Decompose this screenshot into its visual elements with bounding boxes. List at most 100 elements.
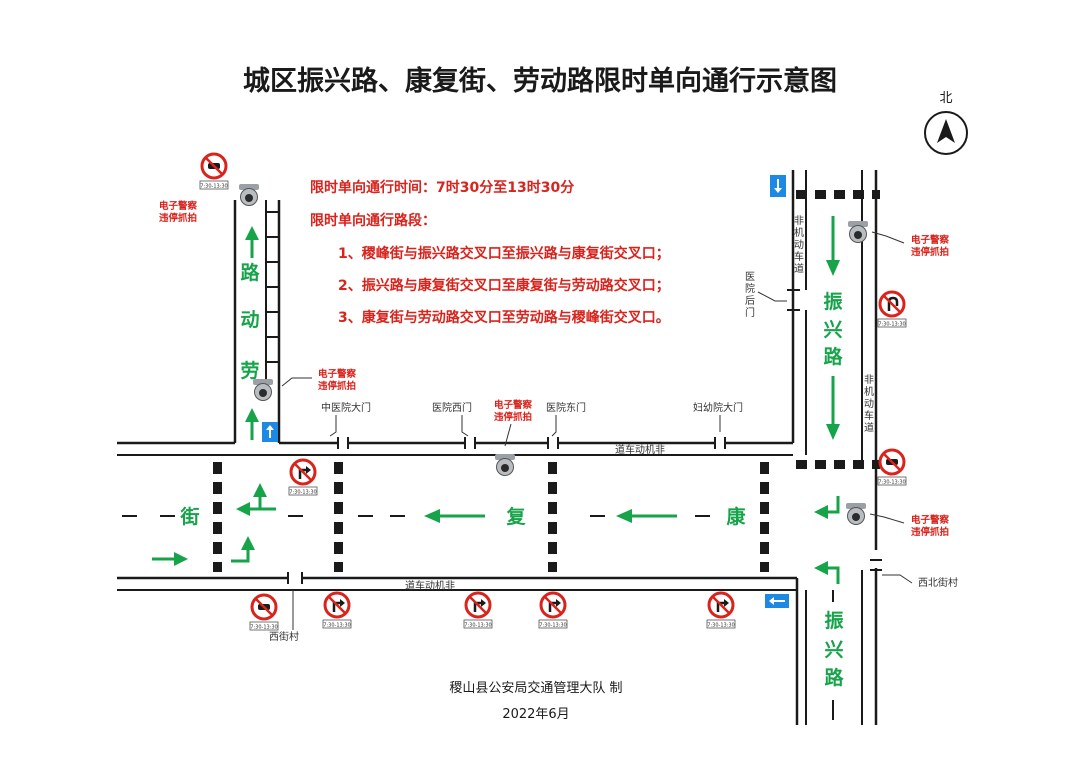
place-labels: 中医院大门 医院西门 医院东门 妇幼院大门 医 院 后 门 西北街村 西街村 xyxy=(269,271,958,643)
road-name-zhenxing-n-1: 振 xyxy=(823,290,842,313)
label-hospital-east-gate: 医院东门 xyxy=(546,401,586,414)
label-hospital-west-gate: 医院西门 xyxy=(432,401,472,414)
sign-no-parking: 7:30-13:30 xyxy=(249,593,279,631)
oneway-west-sign-icon xyxy=(765,594,789,608)
svg-text:院: 院 xyxy=(745,282,755,295)
svg-text:7:30-13:30: 7:30-13:30 xyxy=(707,623,734,629)
svg-text:7:30-13:30: 7:30-13:30 xyxy=(289,490,316,496)
oneway-north-sign-icon xyxy=(262,422,278,442)
svg-text:7:30-13:30: 7:30-13:30 xyxy=(878,480,905,486)
arrow-west-icon xyxy=(424,509,485,523)
arrow-west-icon xyxy=(616,509,677,523)
svg-text:电子警察: 电子警察 xyxy=(911,514,950,526)
nonmotor-lane-vertical-north: 非 机 动 车 道 xyxy=(794,215,804,275)
svg-text:道: 道 xyxy=(864,421,874,434)
svg-text:电子警察: 电子警察 xyxy=(494,399,533,411)
footer-date: 2022年6月 xyxy=(502,707,569,722)
camera-icon xyxy=(252,378,274,401)
road-name-laodong-3: 劳 xyxy=(240,359,259,382)
map-title: 城区振兴路、康复街、劳动路限时单向通行示意图 xyxy=(243,65,837,97)
svg-text:电子警察: 电子警察 xyxy=(159,200,198,212)
camera-icon xyxy=(847,220,869,243)
crosswalks xyxy=(213,190,880,572)
svg-text:违停抓拍: 违停抓拍 xyxy=(318,380,356,392)
compass-label: 北 xyxy=(939,91,952,106)
arrow-north-icon xyxy=(245,408,259,440)
svg-text:7:30-13:30: 7:30-13:30 xyxy=(250,625,277,631)
camera-icon xyxy=(238,183,260,206)
svg-text:门: 门 xyxy=(745,306,755,319)
arrow-north-icon xyxy=(245,226,259,258)
road-network xyxy=(117,170,882,725)
svg-text:非: 非 xyxy=(864,374,874,386)
svg-text:7:30-13:30: 7:30-13:30 xyxy=(878,322,905,328)
svg-text:医: 医 xyxy=(745,271,755,283)
sign-no-right-turn: 7:30-13:30 xyxy=(463,591,493,629)
arrow-south-icon xyxy=(826,376,840,440)
notice-section-2: 2、振兴路与康复街交叉口至康复街与劳动路交叉口； xyxy=(338,277,670,294)
road-name-zhenxing-n-3: 路 xyxy=(823,345,843,368)
svg-text:违停抓拍: 违停抓拍 xyxy=(911,526,949,538)
road-name-zhenxing-s-3: 路 xyxy=(824,666,844,689)
arrow-left-straight-icon xyxy=(236,483,276,516)
road-name-laodong-1: 路 xyxy=(240,261,260,284)
svg-text:违停抓拍: 违停抓拍 xyxy=(494,411,532,423)
notice-section-3: 3、康复街与劳动路交叉口至劳动路与稷峰街交叉口。 xyxy=(338,309,670,326)
road-names: 路 动 劳 康 复 街 振 兴 路 振 兴 路 xyxy=(179,261,844,689)
footer-org: 稷山县公安局交通管理大队 制 xyxy=(449,680,622,696)
road-name-zhenxing-n-2: 兴 xyxy=(823,319,842,341)
arrow-turn-left-icon xyxy=(814,561,840,584)
svg-text:7:30-13:30: 7:30-13:30 xyxy=(323,623,350,629)
camera-laodong-south: 电子警察 违停抓拍 xyxy=(252,368,357,401)
notice-time: 限时单向通行时间：7时30分至13时30分 xyxy=(310,179,574,196)
svg-text:非: 非 xyxy=(794,215,804,227)
svg-text:7:30-13:30: 7:30-13:30 xyxy=(539,623,566,629)
svg-text:违停抓拍: 违停抓拍 xyxy=(911,246,949,258)
sign-no-right-turn: 7:30-13:30 xyxy=(288,458,318,496)
notice-block: 限时单向通行时间：7时30分至13时30分 限时单向通行路段： 1、稷峰街与振兴… xyxy=(310,179,670,326)
svg-text:违停抓拍: 违停抓拍 xyxy=(159,212,197,224)
notice-section-1: 1、稷峰街与振兴路交叉口至振兴路与康复街交叉口； xyxy=(338,245,670,262)
sign-no-u-turn: 7:30-13:30 xyxy=(877,290,907,328)
svg-text:电子警察: 电子警察 xyxy=(911,234,950,246)
road-name-laodong-2: 动 xyxy=(240,309,259,331)
road-name-zhenxing-s-2: 兴 xyxy=(824,639,843,661)
nonmotor-lane-vertical-east: 非 机 动 车 道 xyxy=(864,374,874,434)
oneway-south-sign-icon xyxy=(770,175,786,197)
svg-text:后: 后 xyxy=(745,295,755,307)
camera-laodong-north: 电子警察 违停抓拍 xyxy=(159,183,260,224)
road-name-kangfu-3: 街 xyxy=(179,505,199,528)
svg-text:7:30-13:30: 7:30-13:30 xyxy=(464,623,491,629)
label-hospital-back-gate: 医 院 后 门 xyxy=(745,271,755,319)
svg-text:动: 动 xyxy=(794,239,804,251)
svg-text:机: 机 xyxy=(794,226,804,239)
svg-text:机: 机 xyxy=(864,385,874,398)
sign-no-right-turn: 7:30-13:30 xyxy=(706,591,736,629)
camera-icon xyxy=(494,453,516,476)
label-xibeijie-cun: 西北街村 xyxy=(918,576,958,589)
svg-text:电子警察: 电子警察 xyxy=(318,368,357,380)
road-name-kangfu-2: 复 xyxy=(505,505,526,528)
sign-no-parking: 7:30-13:30 xyxy=(877,448,907,486)
arrow-turn-left-icon xyxy=(814,496,840,519)
svg-text:道: 道 xyxy=(794,262,804,275)
svg-text:车: 车 xyxy=(864,409,874,422)
arrow-turn-icon xyxy=(231,536,255,563)
sign-no-right-turn: 7:30-13:30 xyxy=(322,591,352,629)
svg-text:7:30-13:30: 7:30-13:30 xyxy=(200,184,227,190)
arrow-east-icon xyxy=(152,552,188,566)
camera-icon xyxy=(845,502,867,525)
direction-arrows xyxy=(152,216,840,584)
label-fuyouyuan-gate: 妇幼院大门 xyxy=(693,401,743,414)
road-name-kangfu-1: 康 xyxy=(726,505,746,528)
camera-zhenxing-north: 电子警察 违停抓拍 xyxy=(847,220,950,258)
sign-no-parking: 7:30-13:30 xyxy=(199,152,229,190)
label-zhongyiyuan-gate: 中医院大门 xyxy=(321,401,371,414)
nonmotor-lane-bottom: 道车动机非 xyxy=(405,579,455,592)
svg-text:车: 车 xyxy=(794,250,804,263)
notice-heading: 限时单向通行路段： xyxy=(310,212,436,229)
arrow-south-icon xyxy=(826,216,840,276)
label-xijie-cun: 西街村 xyxy=(269,630,299,643)
parking-stalls xyxy=(266,211,279,363)
